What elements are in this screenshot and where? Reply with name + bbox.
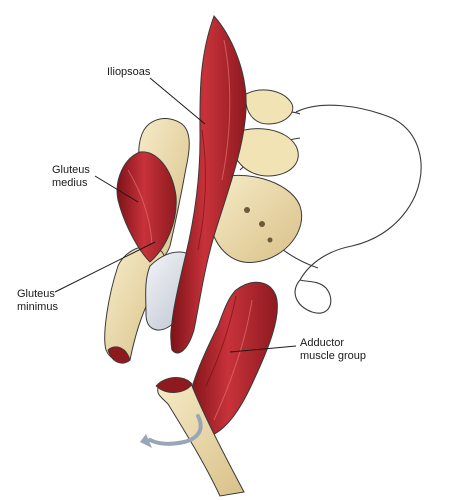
gluteus-medius-label: Gluteus medius <box>52 164 90 190</box>
rotation-arrow-icon <box>140 414 203 448</box>
gluteus-medius-muscle <box>116 151 177 263</box>
iliopsoas-muscle <box>170 15 247 354</box>
iliopsoas-leader-line <box>149 77 206 125</box>
gluteus-medius-label-line1: Gluteus <box>52 164 90 176</box>
adductor-label: Adductor muscle group <box>300 337 366 363</box>
leader-lines <box>54 77 297 353</box>
iliopsoas-label: Iliopsoas <box>107 66 150 79</box>
gluteus-minimus-leader-line <box>54 241 156 293</box>
adductor-label-line1: Adductor <box>300 337 345 349</box>
adductor-leader-line <box>229 345 297 353</box>
gluteus-minimus-label-line2: minimus <box>17 301 58 313</box>
gluteus-medius-leader-line <box>94 175 139 203</box>
sacrum-bone <box>208 89 303 263</box>
gluteus-minimus-label-line1: Gluteus <box>17 288 55 300</box>
gluteus-medius-label-line2: medius <box>52 177 88 189</box>
gluteus-minimus-label: Gluteus minimus <box>17 288 58 314</box>
femur-distal <box>155 377 245 497</box>
adductor-label-line2: muscle group <box>300 350 367 362</box>
iliopsoas-label-text: Iliopsoas <box>107 66 151 78</box>
